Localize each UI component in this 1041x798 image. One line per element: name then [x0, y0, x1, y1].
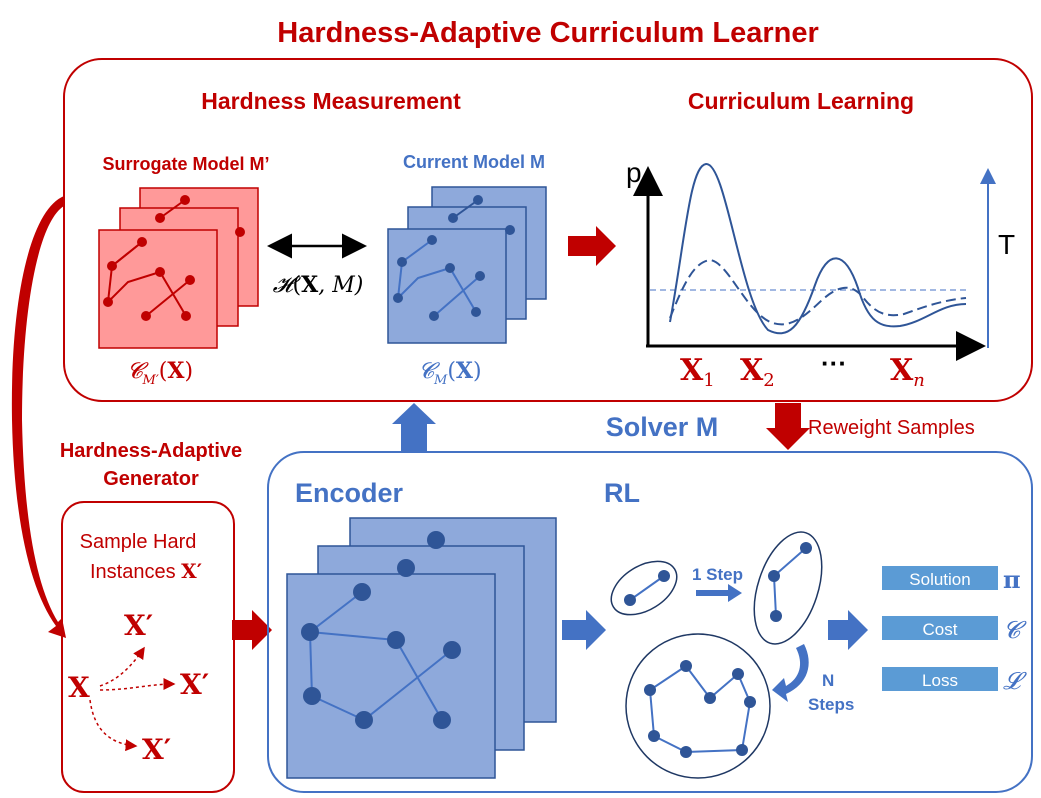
rl-label: RL	[604, 478, 640, 508]
output-cost-label: Cost	[923, 620, 958, 639]
xn-label: Xn	[890, 353, 925, 391]
rl-to-outputs-arrow	[828, 610, 868, 650]
generator-heading-line1: Hardness-Adaptive	[60, 440, 242, 462]
x2-label: X2	[740, 353, 775, 391]
n-steps-label-line1: N	[822, 671, 834, 690]
generator-x-prime-3: X′	[142, 733, 171, 766]
generator-dotted-arrows	[89, 646, 176, 752]
sample-hard-line1: Sample Hard	[80, 531, 197, 553]
reweight-samples-label: Reweight Samples	[808, 417, 975, 439]
reweight-down-arrow	[766, 403, 810, 450]
curriculum-learner-box	[63, 58, 1033, 402]
ellipsis-label: ···	[821, 348, 847, 378]
rl-partial-tour-2	[753, 531, 823, 645]
chart-y-label: p	[626, 157, 642, 188]
dashed-distribution-curve	[669, 258, 967, 326]
curriculum-chart: p T X1 X2 ··· Xn	[626, 157, 1015, 391]
output-cost-symbol: 𝓒	[1003, 616, 1027, 644]
x1-label: X1	[680, 353, 715, 391]
curriculum-learning-heading: Curriculum Learning	[688, 88, 914, 114]
output-solution: Solution π	[882, 565, 1021, 594]
solver-box	[267, 451, 1033, 793]
encoder-to-rl-arrow	[562, 610, 606, 650]
output-loss-label: Loss	[922, 671, 958, 690]
encoder-graph-stack	[286, 517, 557, 779]
generator-x: X	[68, 671, 90, 704]
sample-hard-line2: Instances X′	[90, 559, 202, 583]
to-curriculum-arrow	[568, 226, 616, 266]
output-cost: Cost 𝓒	[882, 616, 1027, 644]
n-steps-arrow	[772, 644, 809, 702]
rl-partial-tour-1	[610, 560, 678, 616]
output-solution-label: Solution	[909, 570, 970, 589]
output-solution-symbol: π	[1003, 565, 1021, 594]
diagram-title: Hardness-Adaptive Curriculum Learner	[277, 17, 818, 49]
rl-full-tour	[625, 633, 771, 779]
current-model-label: Current Model M	[403, 152, 545, 172]
surrogate-c-formula: 𝓒M′(X)	[127, 358, 193, 388]
solver-heading: Solver M	[606, 412, 719, 442]
feedback-curve-arrow	[11, 196, 66, 638]
surrogate-model-label: Surrogate Model M’	[102, 154, 269, 174]
generator-x-prime-2: X′	[180, 668, 209, 701]
generator-box	[61, 501, 235, 793]
hardness-measurement-heading: Hardness Measurement	[201, 88, 461, 114]
output-loss-symbol: 𝓛	[1003, 667, 1027, 695]
generator-to-solver-arrow	[232, 610, 272, 650]
one-step-arrow	[696, 584, 742, 602]
n-steps-label-line2: Steps	[808, 695, 854, 714]
time-axis-label: T	[998, 229, 1015, 260]
hardness-measure-formula: 𝓗(X, M)	[273, 272, 364, 298]
current-c-formula: 𝓒M(X)	[418, 358, 481, 388]
solid-distribution-curve	[669, 162, 967, 335]
surrogate-graph-stack	[98, 187, 259, 349]
current-model-graph-stack	[387, 186, 547, 344]
generator-x-prime-1: X′	[124, 609, 153, 642]
up-arrow-to-learner	[392, 403, 436, 452]
one-step-label: 1 Step	[692, 565, 743, 584]
encoder-label: Encoder	[295, 478, 404, 508]
generator-heading-line2: Generator	[103, 468, 199, 490]
output-loss: Loss 𝓛	[882, 667, 1027, 695]
